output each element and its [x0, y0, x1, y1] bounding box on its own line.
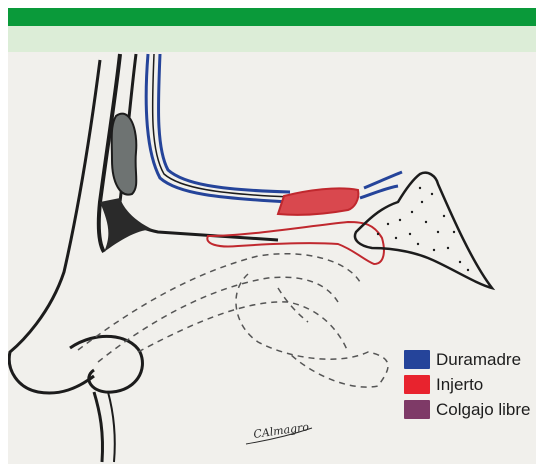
nasal-bone [100, 198, 154, 252]
graft [278, 188, 358, 214]
legend-label: Colgajo libre [436, 400, 536, 419]
philtrum [108, 392, 115, 462]
legend: Duramadre Injerto Colgajo libre [404, 350, 536, 425]
turbinates [78, 254, 388, 387]
dura-outer [158, 54, 290, 192]
upper-lip [94, 392, 103, 462]
dura-inner [146, 54, 288, 202]
legend-swatch [404, 400, 430, 419]
signature: CAlmagro [253, 420, 310, 441]
frontal-bone-inner [120, 54, 278, 240]
header-bar [8, 8, 536, 26]
legend-label: Injerto [436, 375, 536, 394]
legend-swatch [404, 375, 430, 394]
legend-item-colgajo-libre: Colgajo libre [404, 400, 536, 419]
legend-label: Duramadre [436, 350, 536, 369]
frontal-sinus [112, 114, 137, 195]
diagram-figure: CAlmagro Duramadre Injerto Colgajo libre [8, 52, 536, 464]
legend-swatch [404, 350, 430, 369]
header-subbar [8, 26, 536, 52]
clivus-stipple [377, 187, 469, 271]
legend-item-injerto: Injerto [404, 375, 536, 394]
legend-item-duramadre: Duramadre [404, 350, 536, 369]
nose-profile [9, 60, 100, 393]
